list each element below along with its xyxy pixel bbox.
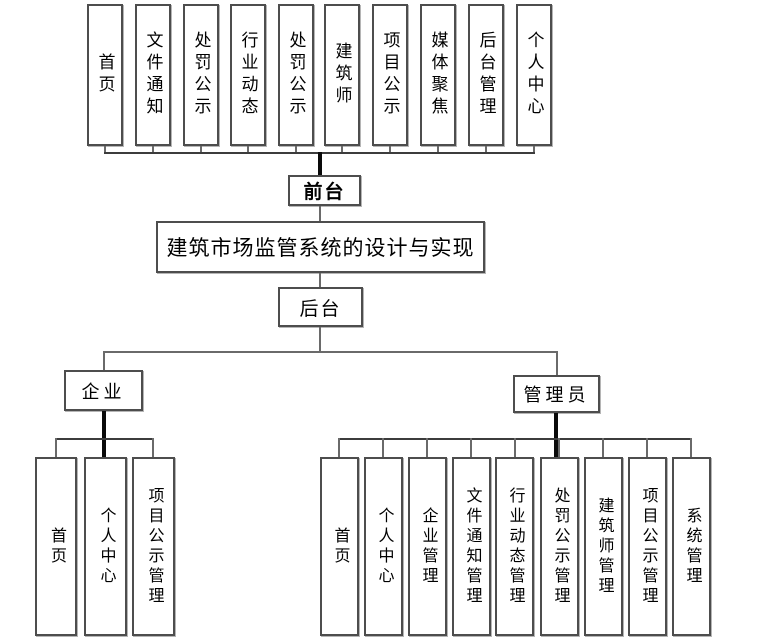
front-page-media-focus: 媒体聚焦 [420,4,456,146]
connector-admin-stub-6 [558,438,560,457]
connector-admin-stub-3 [426,438,428,457]
connector-enterprise-stub-1 [55,438,57,457]
admin-enterprise-mgmt-label: 企业管理 [419,506,437,587]
connector-admin-drop [554,413,558,457]
connector-top-stub-8 [437,146,439,153]
system-title-label: 建筑市场监管系统的设计与实现 [166,236,475,260]
back-node: 后台 [278,287,363,327]
admin-penalty-notice-mgmt: 处罚公示管理 [540,457,579,636]
admin-penalty-notice-mgmt-label: 处罚公示管理 [551,486,569,607]
front-node: 前台 [288,175,361,206]
admin-file-notice-mgmt-label: 文件通知管理 [463,486,481,607]
front-page-industry-news: 行业动态 [230,4,266,146]
connector-top-stub-6 [341,146,343,153]
connector-enterprise-stub-3 [152,438,154,457]
connector-top-stub-2 [152,146,154,153]
admin-enterprise-mgmt: 企业管理 [408,457,447,636]
admin-home: 首页 [320,457,359,636]
front-page-home: 首页 [87,4,123,146]
connector-split-to-enterprise [103,351,105,371]
connector-enterprise-drop [102,411,106,457]
connector-admin-stub-5 [514,438,516,457]
system-title-node: 建筑市场监管系统的设计与实现 [156,221,485,273]
connector-top-stub-9 [485,146,487,153]
front-page-media-focus-label: 媒体聚焦 [428,31,448,119]
role-admin-label: 管理员 [523,385,590,405]
enterprise-personal-center: 个人中心 [84,457,127,636]
connector-top-stub-5 [295,146,297,153]
connector-admin-stub-4 [470,438,472,457]
front-page-file-notice: 文件通知 [135,4,171,146]
admin-personal-center-label: 个人中心 [375,506,393,587]
role-enterprise: 企业 [64,370,143,411]
front-page-industry-news-label: 行业动态 [238,31,258,119]
enterprise-personal-center-label: 个人中心 [97,506,115,587]
admin-system-mgmt-label: 系统管理 [683,506,701,587]
enterprise-project-notice-mgmt-label: 项目公示管理 [145,486,163,607]
connector-top-stub-10 [533,146,535,153]
connector-admin-stub-1 [338,438,340,457]
admin-architect-mgmt-label: 建筑师管理 [595,496,613,597]
connector-bus-to-front [318,152,322,176]
front-page-backend-mgmt: 后台管理 [468,4,504,146]
admin-home-label: 首页 [331,526,349,567]
front-page-home-label: 首页 [95,53,115,97]
connector-front-to-title [319,206,321,222]
admin-project-notice-mgmt: 项目公示管理 [628,457,667,636]
connector-admin-stub-8 [646,438,648,457]
front-page-architect: 建筑师 [324,4,360,146]
admin-industry-news-mgmt: 行业动态管理 [495,457,534,636]
connector-top-stub-3 [200,146,202,153]
admin-system-mgmt: 系统管理 [672,457,711,636]
front-page-penalty-notice-label: 处罚公示 [191,31,211,119]
front-page-architect-label: 建筑师 [332,42,352,108]
back-node-label: 后台 [299,298,342,320]
connector-role-split [103,351,558,353]
front-page-project-notice-label: 项目公示 [380,31,400,119]
connector-admin-stub-9 [690,438,692,457]
role-admin: 管理员 [513,375,600,413]
connector-split-to-admin [556,351,558,376]
front-page-personal-center-label: 个人中心 [524,31,544,119]
enterprise-project-notice-mgmt: 项目公示管理 [132,457,175,636]
connector-top-stub-4 [247,146,249,153]
front-page-file-notice-label: 文件通知 [143,31,163,119]
connector-title-to-back [319,273,321,288]
admin-architect-mgmt: 建筑师管理 [584,457,623,636]
connector-admin-stub-7 [602,438,604,457]
connector-enterprise-bus [55,438,154,440]
front-page-personal-center: 个人中心 [516,4,552,146]
front-page-backend-mgmt-label: 后台管理 [476,31,496,119]
connector-back-to-split [319,327,321,352]
connector-top-stub-1 [104,146,106,153]
enterprise-home-label: 首页 [48,526,65,567]
front-page-penalty-notice-2-label: 处罚公示 [286,31,306,119]
connector-top-stub-7 [389,146,391,153]
front-page-penalty-notice: 处罚公示 [183,4,219,146]
role-enterprise-label: 企业 [81,381,126,402]
front-node-label: 前台 [303,182,346,203]
front-page-penalty-notice-2: 处罚公示 [278,4,314,146]
admin-personal-center: 个人中心 [364,457,403,636]
enterprise-home: 首页 [35,457,77,636]
admin-project-notice-mgmt-label: 项目公示管理 [639,486,657,607]
admin-file-notice-mgmt: 文件通知管理 [452,457,491,636]
connector-admin-stub-2 [382,438,384,457]
front-page-project-notice: 项目公示 [372,4,408,146]
admin-industry-news-mgmt-label: 行业动态管理 [506,486,524,607]
